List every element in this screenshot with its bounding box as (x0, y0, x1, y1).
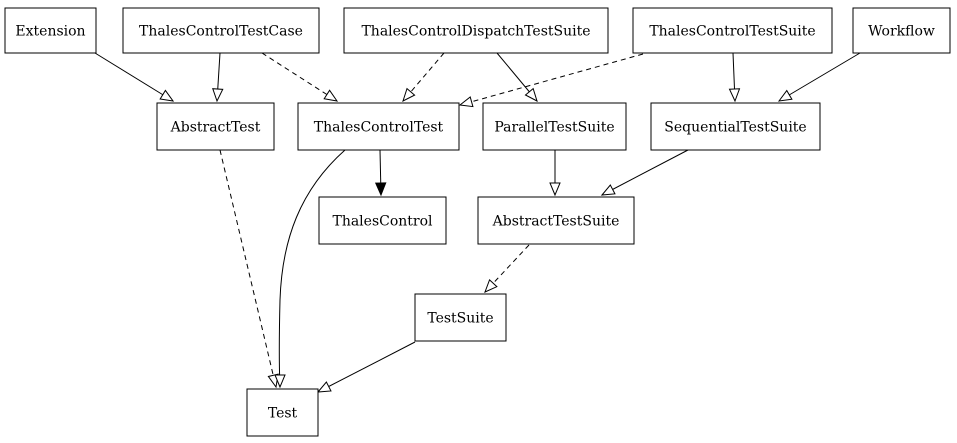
edge-parallel-test-suite-to-abstract-test-suite (549, 150, 561, 197)
edge-line (219, 149, 277, 388)
edge-line (601, 149, 689, 196)
open-arrowhead (777, 89, 793, 102)
node-label: AbstractTest (170, 120, 261, 136)
node-box (156, 102, 275, 151)
edges (94, 52, 861, 393)
node-label: AbstractTestSuite (492, 214, 620, 230)
node-test-suite: TestSuite (414, 293, 507, 342)
node-sequential-test-suite: SequentialTestSuite (650, 102, 821, 151)
node-box (318, 196, 447, 245)
edge-thales-control-test-to-thales-control (374, 149, 387, 197)
open-arrowhead (159, 89, 175, 102)
node-label: ParallelTestSuite (494, 120, 614, 136)
node-label: Extension (15, 24, 85, 40)
open-arrowhead (323, 89, 339, 102)
open-arrowhead (316, 381, 332, 393)
edge-workflow-to-sequential-test-suite (777, 52, 861, 102)
open-arrowhead (274, 374, 286, 389)
node-label: ThalesControlTestSuite (649, 24, 815, 40)
node-label: ThalesControlTestCase (139, 24, 303, 40)
node-thales-control-test: ThalesControlTest (297, 102, 460, 151)
node-box (343, 7, 609, 54)
open-arrowhead (728, 88, 741, 103)
open-arrowhead (458, 96, 474, 108)
edge-line (94, 52, 174, 102)
open-arrowhead (600, 184, 616, 196)
node-box (482, 102, 627, 151)
node-label: ThalesControlDispatchTestSuite (361, 24, 590, 40)
node-extension: Extension (4, 7, 97, 54)
node-box (4, 7, 97, 54)
edge-abstract-test-suite-to-test-suite (484, 244, 530, 293)
node-thales-control-dispatch-test-suite: ThalesControlDispatchTestSuite (343, 7, 609, 54)
edge-thales-control-test-suite-to-thales-control-test (458, 53, 644, 108)
node-box (852, 7, 951, 54)
edge-line (278, 149, 346, 388)
edge-thales-control-dispatch-test-suite-to-thales-control-test (402, 52, 445, 102)
open-arrowhead (402, 87, 416, 102)
edge-thales-control-dispatch-test-suite-to-parallel-test-suite (496, 52, 538, 102)
node-label: ThalesControlTest (314, 120, 444, 136)
node-label: Workflow (868, 24, 935, 40)
edge-sequential-test-suite-to-abstract-test-suite (600, 149, 689, 196)
open-arrowhead (549, 182, 561, 197)
edge-extension-to-abstract-test (94, 52, 175, 102)
node-label: SequentialTestSuite (664, 120, 806, 136)
node-box (650, 102, 821, 151)
edge-thales-control-test-case-to-abstract-test (212, 52, 224, 103)
node-abstract-test-suite: AbstractTestSuite (477, 196, 635, 245)
edge-test-suite-to-test (316, 341, 416, 393)
node-label: Test (268, 406, 298, 422)
node-box (632, 7, 833, 54)
node-parallel-test-suite: ParallelTestSuite (482, 102, 627, 151)
edge-thales-control-test-suite-to-sequential-test-suite (728, 52, 741, 103)
open-arrowhead (212, 88, 224, 103)
node-thales-control-test-case: ThalesControlTestCase (122, 7, 320, 54)
node-thales-control-test-suite: ThalesControlTestSuite (632, 7, 833, 54)
node-box (246, 388, 319, 437)
node-box (122, 7, 320, 54)
node-label: ThalesControl (332, 214, 433, 230)
node-box (297, 102, 460, 151)
edge-abstract-test-to-test (219, 149, 279, 389)
edge-thales-control-test-case-to-thales-control-test (261, 52, 339, 102)
node-workflow: Workflow (852, 7, 951, 54)
open-arrowhead (524, 87, 538, 102)
edge-line (778, 52, 861, 102)
node-box (414, 293, 507, 342)
edge-line (484, 244, 530, 293)
node-test: Test (246, 388, 319, 437)
edge-line (317, 341, 416, 393)
edge-line (261, 52, 338, 102)
edge-line (402, 52, 445, 102)
node-label: TestSuite (427, 311, 493, 327)
node-thales-control: ThalesControl (318, 196, 447, 245)
edge-thales-control-test-to-test (274, 149, 346, 389)
edge-line (459, 53, 644, 106)
filled-arrowhead (374, 182, 387, 197)
node-box (477, 196, 635, 245)
open-arrowhead (484, 278, 498, 293)
node-abstract-test: AbstractTest (156, 102, 275, 151)
